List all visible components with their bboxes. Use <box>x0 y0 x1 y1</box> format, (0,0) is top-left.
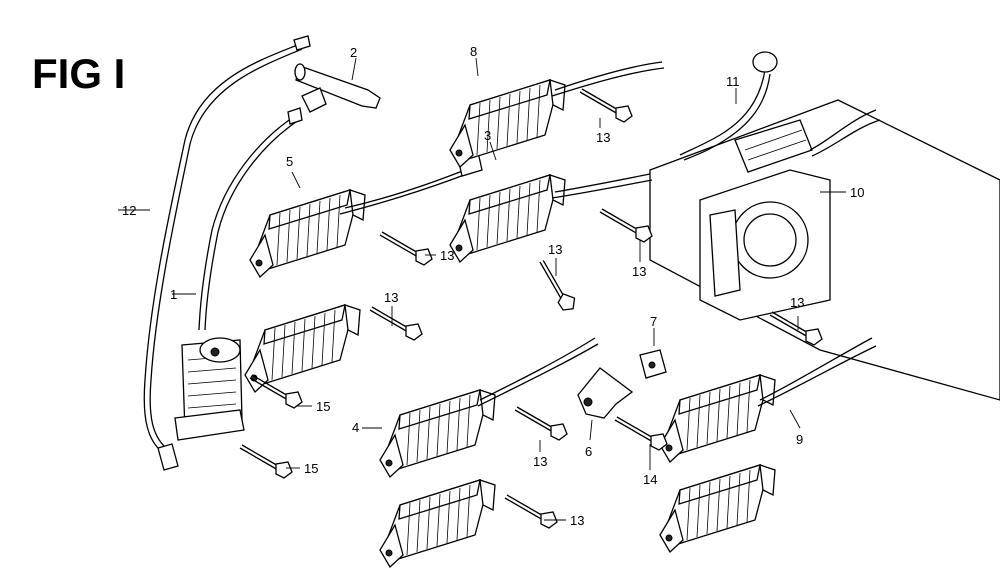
bolt-13-g <box>514 406 568 441</box>
callout-13-c: 13 <box>548 242 562 257</box>
callout-13-a: 13 <box>596 130 610 145</box>
bolt-13-b <box>379 231 433 266</box>
callout-8: 8 <box>470 44 477 59</box>
part-9-coil-pair <box>659 337 877 553</box>
bolt-13-a <box>579 88 633 123</box>
callout-4: 4 <box>352 420 359 435</box>
callout-9: 9 <box>796 432 803 447</box>
part-5-coil <box>249 151 483 278</box>
callout-13-f: 13 <box>790 295 804 310</box>
bolt-13-h <box>504 494 558 529</box>
bolt-13-e <box>369 306 423 341</box>
callout-11: 11 <box>726 74 740 89</box>
part-12-cable <box>118 35 311 471</box>
coil-under-part-4 <box>379 479 496 568</box>
bolt-14 <box>614 416 668 451</box>
part-11-wire-lead <box>679 51 778 161</box>
callout-14: 14 <box>643 472 657 487</box>
callout-15-b: 15 <box>304 461 318 476</box>
bolt-15-b <box>239 444 293 479</box>
part-3-coil <box>449 141 653 263</box>
callout-15-a: 15 <box>316 399 330 414</box>
part-2-plug-cap <box>294 57 381 113</box>
callout-13-d: 13 <box>632 264 646 279</box>
callout-5: 5 <box>286 154 293 169</box>
callout-12: 12 <box>122 203 136 218</box>
part-8-coil <box>449 57 665 168</box>
coil-under-part-5 <box>244 304 361 393</box>
part-7-clip <box>639 328 667 379</box>
callout-6: 6 <box>585 444 592 459</box>
part-4-coil <box>362 337 599 478</box>
leader-lines <box>286 118 799 521</box>
part-10-stator-assembly <box>649 99 1000 401</box>
callout-1: 1 <box>170 287 177 302</box>
callout-13-g: 13 <box>533 454 547 469</box>
callout-13-e: 13 <box>384 290 398 305</box>
callout-3: 3 <box>484 128 491 143</box>
bolt-13-d <box>599 208 653 243</box>
callout-2: 2 <box>350 45 357 60</box>
callout-13-h: 13 <box>570 513 584 528</box>
part-6-bracket <box>577 367 634 441</box>
callout-7: 7 <box>650 314 657 329</box>
callout-13-b: 13 <box>440 248 454 263</box>
figure-title: FIG I <box>32 50 125 97</box>
part-1-ignition-coil <box>172 107 303 441</box>
callout-10: 10 <box>850 185 864 200</box>
bolt-13-f <box>769 311 823 346</box>
